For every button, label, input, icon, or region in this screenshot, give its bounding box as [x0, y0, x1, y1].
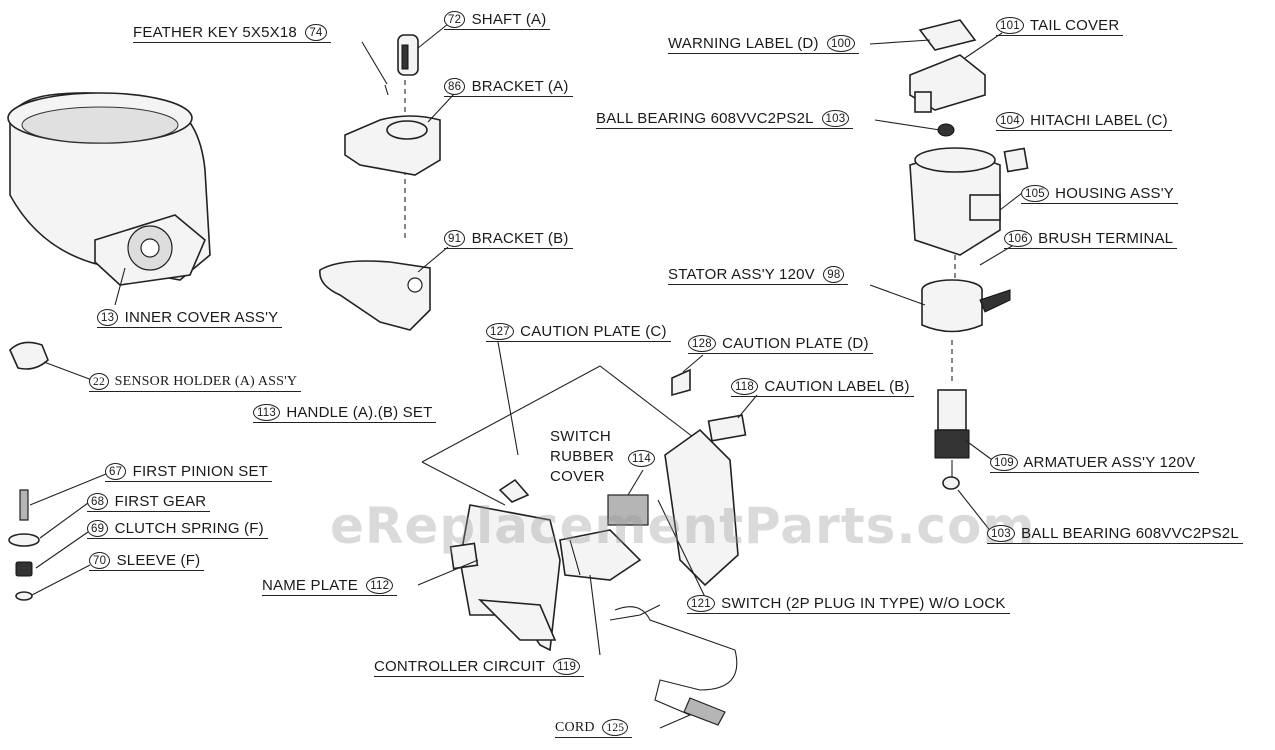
callout-101-tail-cover: 101 TAIL COVER [996, 17, 1124, 36]
shaft-bracket-drawing [319, 23, 456, 331]
callout-68-text: FIRST GEAR [114, 493, 207, 510]
callout-125-number: 125 [602, 719, 629, 736]
callout-128-number: 128 [688, 335, 716, 352]
callout-91-bracket-b: 91 BRACKET (B) [444, 230, 573, 249]
callout-100-number: 100 [827, 35, 855, 52]
callout-105-text: HOUSING ASS'Y [1055, 185, 1174, 202]
callout-67-first-pinion-set: 67 FIRST PINION SET [105, 463, 273, 482]
callout-70-number: 70 [89, 552, 111, 569]
callout-112-text: NAME PLATE [262, 577, 358, 594]
callout-128-text: CAUTION PLATE (D) [722, 335, 869, 352]
callout-98-number: 98 [823, 266, 845, 283]
callout-101-number: 101 [996, 17, 1024, 34]
callout-113-handle-set: 113 HANDLE (A).(B) SET [253, 404, 437, 423]
callout-13-number: 13 [97, 309, 119, 326]
callout-118-text: CAUTION LABEL (B) [764, 378, 910, 395]
callout-13-text: INNER COVER ASS'Y [124, 309, 279, 326]
callout-98-stator: STATOR ASS'Y 120V 98 [668, 266, 849, 285]
callout-125-cord: CORD 125 [555, 719, 633, 738]
callout-114-number: 114 [628, 450, 655, 467]
callout-121-text: SWITCH (2P PLUG IN TYPE) W/O LOCK [721, 595, 1006, 612]
callout-127-text: CAUTION PLATE (C) [520, 323, 667, 340]
callout-119-text: CONTROLLER CIRCUIT [374, 658, 545, 675]
callout-91-text: BRACKET (B) [471, 230, 569, 247]
callout-86-number: 86 [444, 78, 466, 95]
pinion-gear-stack-drawing [8, 473, 107, 601]
callout-104-hitachi-label: 104 HITACHI LABEL (C) [996, 112, 1172, 131]
callout-72-number: 72 [444, 11, 466, 28]
callout-91-number: 91 [444, 230, 466, 247]
callout-109-text: ARMATUER ASS'Y 120V [1023, 454, 1196, 471]
callout-101-text: TAIL COVER [1029, 17, 1120, 34]
sensor-holder-drawing [9, 341, 93, 381]
callout-105-housing: 105 HOUSING ASS'Y [1021, 185, 1178, 204]
callout-103-ball-bearing-top: BALL BEARING 608VVC2PS2L 103 [596, 110, 854, 129]
callout-113-text: HANDLE (A).(B) SET [286, 404, 433, 421]
callout-68-first-gear: 68 FIRST GEAR [87, 493, 211, 512]
callout-104-number: 104 [996, 112, 1024, 129]
callout-103-ball-bearing-bottom: 103 BALL BEARING 608VVC2PS2L [987, 525, 1243, 544]
callout-106-number: 106 [1004, 230, 1032, 247]
callout-127-number: 127 [486, 323, 514, 340]
callout-103-top-text: BALL BEARING 608VVC2PS2L [596, 110, 814, 127]
callout-13-inner-cover: 13 INNER COVER ASS'Y [97, 309, 283, 328]
callout-72-text: SHAFT (A) [471, 11, 547, 28]
motor-assembly-drawing [869, 19, 1029, 534]
callout-86-bracket-a: 86 BRACKET (A) [444, 78, 573, 97]
callout-103-top-number: 103 [821, 110, 850, 127]
callout-68-number: 68 [87, 493, 109, 510]
handle-assembly-drawing [417, 341, 758, 729]
callout-69-clutch-spring: 69 CLUTCH SPRING (F) [87, 520, 268, 539]
callout-119-number: 119 [553, 658, 581, 675]
callout-70-text: SLEEVE (F) [116, 552, 201, 569]
callout-121-number: 121 [687, 595, 715, 612]
callout-69-number: 69 [87, 520, 109, 537]
callout-125-text: CORD [555, 720, 595, 735]
inner-cover-drawing [7, 92, 211, 306]
callout-119-controller-circuit: CONTROLLER CIRCUIT 119 [374, 658, 585, 677]
callout-22-text: SENSOR HOLDER (A) ASS'Y [114, 374, 298, 389]
callout-69-text: CLUTCH SPRING (F) [114, 520, 264, 537]
callout-106-text: BRUSH TERMINAL [1038, 230, 1174, 247]
callout-74-feather-key: FEATHER KEY 5X5X18 74 [133, 24, 331, 43]
callout-109-armature: 109 ARMATUER ASS'Y 120V [990, 454, 1200, 473]
callout-74-number: 74 [305, 24, 327, 41]
callout-113-number: 113 [253, 404, 280, 421]
callout-114-switch-rubber-cover-text: SWITCH RUBBER COVER [550, 428, 615, 485]
callout-72-shaft: 72 SHAFT (A) [444, 11, 551, 30]
callout-128-caution-plate-d: 128 CAUTION PLATE (D) [688, 335, 873, 354]
callout-103-bottom-text: BALL BEARING 608VVC2PS2L [1021, 525, 1239, 542]
callout-112-name-plate: NAME PLATE 112 [262, 577, 398, 596]
callout-114-number-wrap: 114 [628, 450, 661, 468]
callout-106-brush-terminal: 106 BRUSH TERMINAL [1004, 230, 1178, 249]
callout-74-text: FEATHER KEY 5X5X18 [133, 24, 297, 41]
callout-22-sensor-holder: 22 SENSOR HOLDER (A) ASS'Y [89, 373, 302, 392]
callout-112-number: 112 [366, 577, 394, 594]
callout-100-warning-label: WARNING LABEL (D) 100 [668, 35, 859, 54]
callout-103-bottom-number: 103 [987, 525, 1015, 542]
callout-121-switch: 121 SWITCH (2P PLUG IN TYPE) W/O LOCK [687, 595, 1010, 614]
callout-70-sleeve: 70 SLEEVE (F) [89, 552, 205, 571]
callout-67-number: 67 [105, 463, 127, 480]
callout-86-text: BRACKET (A) [471, 78, 569, 95]
callout-104-text: HITACHI LABEL (C) [1030, 112, 1168, 129]
callout-105-number: 105 [1021, 185, 1049, 202]
callout-127-caution-plate-c: 127 CAUTION PLATE (C) [486, 323, 671, 342]
callout-98-text: STATOR ASS'Y 120V [668, 266, 815, 283]
callout-118-number: 118 [731, 378, 758, 395]
callout-109-number: 109 [990, 454, 1018, 471]
callout-100-text: WARNING LABEL (D) [668, 35, 819, 52]
callout-22-number: 22 [89, 373, 109, 390]
callout-118-caution-label-b: 118 CAUTION LABEL (B) [731, 378, 914, 397]
callout-67-text: FIRST PINION SET [132, 463, 269, 480]
